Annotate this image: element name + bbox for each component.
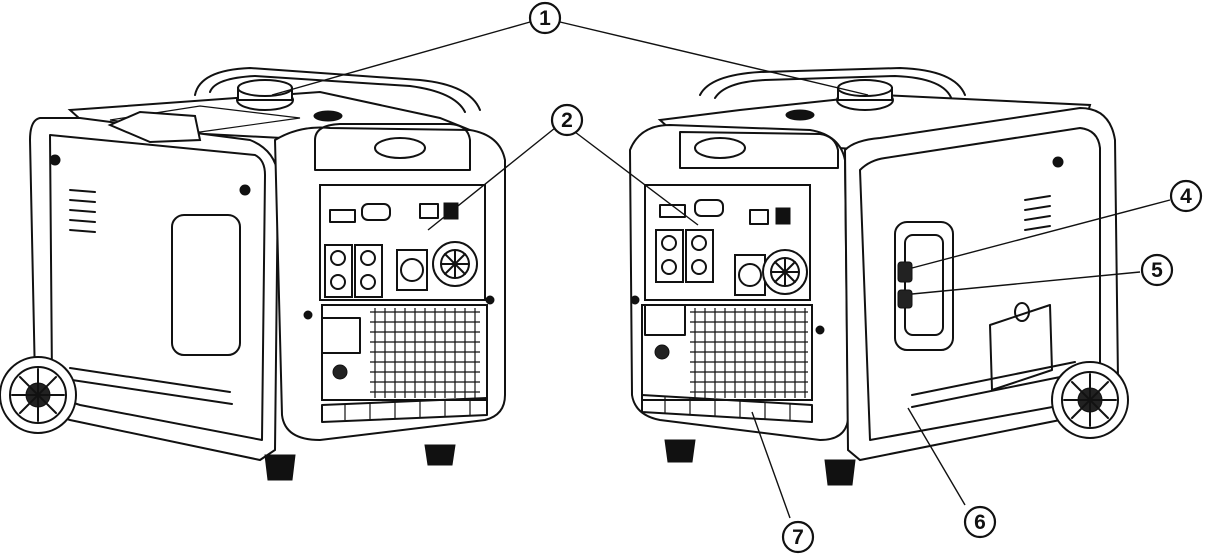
callout-7-label: 7 [792, 526, 804, 549]
callout-5-label: 5 [1151, 259, 1163, 282]
callout-4-label: 4 [1180, 185, 1192, 208]
callout-6-label: 6 [974, 511, 986, 534]
callout-7: 7 [781, 520, 815, 554]
callout-4: 4 [1169, 179, 1203, 213]
callout-1: 1 [528, 1, 562, 35]
callout-5: 5 [1140, 253, 1174, 287]
generator-left-illustration [0, 67, 506, 481]
callout-2: 2 [550, 103, 584, 137]
callout-2-label: 2 [561, 109, 573, 132]
generator-right-illustration [628, 67, 1129, 486]
callout-1-label: 1 [539, 7, 551, 30]
callout-leaders [271, 21, 1171, 519]
callout-6: 6 [963, 505, 997, 539]
